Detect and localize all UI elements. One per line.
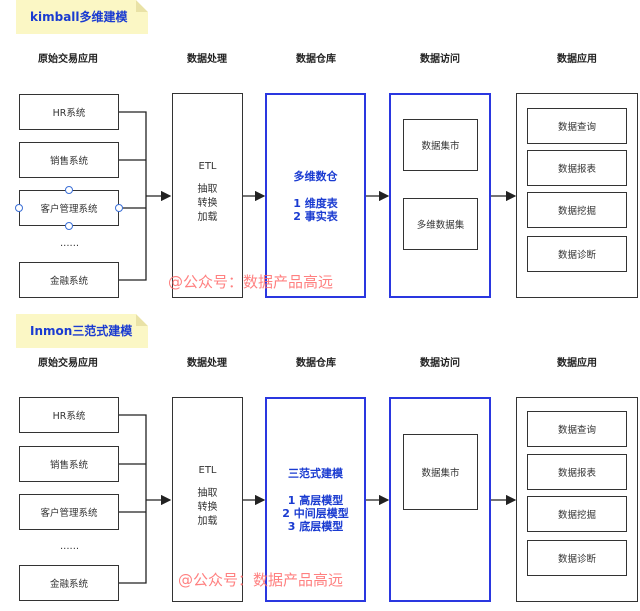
header-access: 数据访问 xyxy=(420,358,460,369)
header-processing: 数据处理 xyxy=(187,54,227,65)
inmon-title-tag: Inmon三范式建模 xyxy=(16,314,148,348)
etl-transform: 转换 xyxy=(197,502,218,513)
header-processing: 数据处理 xyxy=(187,358,227,369)
source-crm[interactable]: 客户管理系统 xyxy=(19,190,119,226)
kimball-connectors xyxy=(119,111,517,281)
warehouse-item-2: 2 中间层模型 xyxy=(282,507,349,520)
warehouse-item-1: 1 维度表 xyxy=(293,197,338,210)
app-query[interactable]: 数据查询 xyxy=(527,108,627,144)
source-ellipsis: ...... xyxy=(60,541,80,552)
watermark: @公众号：数据产品高远 xyxy=(178,571,344,589)
app-mining[interactable]: 数据挖掘 xyxy=(527,192,627,228)
access-cube[interactable]: 多维数据集 xyxy=(403,198,478,250)
header-warehouse: 数据仓库 xyxy=(296,54,336,65)
access-datamart[interactable]: 数据集市 xyxy=(403,434,478,510)
app-mining[interactable]: 数据挖掘 xyxy=(527,496,627,532)
header-warehouse: 数据仓库 xyxy=(296,358,336,369)
warehouse-item-1: 1 高层模型 xyxy=(287,494,344,507)
header-source: 原始交易应用 xyxy=(38,358,98,369)
warehouse-box[interactable] xyxy=(265,397,366,602)
warehouse-item-2: 2 事实表 xyxy=(293,210,338,223)
etl-label: ETL xyxy=(198,161,217,172)
warehouse-title: 三范式建模 xyxy=(288,467,343,480)
source-finance[interactable]: 金融系统 xyxy=(19,565,119,601)
inmon-connectors xyxy=(119,414,517,584)
warehouse-title: 多维数仓 xyxy=(293,170,338,183)
warehouse-box[interactable] xyxy=(265,93,366,298)
header-access: 数据访问 xyxy=(420,54,460,65)
etl-load: 加载 xyxy=(197,212,218,223)
etl-box[interactable] xyxy=(172,93,243,298)
resize-handle-right[interactable] xyxy=(115,204,123,212)
etl-label: ETL xyxy=(198,465,217,476)
etl-box[interactable] xyxy=(172,397,243,602)
source-hr[interactable]: HR系统 xyxy=(19,94,119,130)
etl-extract: 抽取 xyxy=(197,184,218,195)
resize-handle-left[interactable] xyxy=(15,204,23,212)
etl-load: 加载 xyxy=(197,516,218,527)
app-diagnose[interactable]: 数据诊断 xyxy=(527,236,627,272)
header-app: 数据应用 xyxy=(557,54,597,65)
kimball-title-tag: kimball多维建模 xyxy=(16,0,148,34)
watermark: @公众号：数据产品高远 xyxy=(168,273,334,291)
source-sales[interactable]: 销售系统 xyxy=(19,142,119,178)
inmon-section: Inmon三范式建模 原始交易应用 数据处理 数据仓库 数据访问 数据应用 HR… xyxy=(0,312,640,611)
resize-handle-top[interactable] xyxy=(65,186,73,194)
access-datamart[interactable]: 数据集市 xyxy=(403,119,478,171)
header-app: 数据应用 xyxy=(557,358,597,369)
warehouse-item-3: 3 底层模型 xyxy=(287,520,344,533)
resize-handle-bottom[interactable] xyxy=(65,222,73,230)
app-diagnose[interactable]: 数据诊断 xyxy=(527,540,627,576)
source-crm[interactable]: 客户管理系统 xyxy=(19,494,119,530)
source-ellipsis: ...... xyxy=(60,238,80,249)
header-source: 原始交易应用 xyxy=(38,54,98,65)
source-hr[interactable]: HR系统 xyxy=(19,397,119,433)
app-report[interactable]: 数据报表 xyxy=(527,454,627,490)
app-report[interactable]: 数据报表 xyxy=(527,150,627,186)
source-finance[interactable]: 金融系统 xyxy=(19,262,119,298)
etl-transform: 转换 xyxy=(197,198,218,209)
etl-extract: 抽取 xyxy=(197,488,218,499)
app-query[interactable]: 数据查询 xyxy=(527,411,627,447)
source-sales[interactable]: 销售系统 xyxy=(19,446,119,482)
kimball-section: kimball多维建模 原始交易应用 数据处理 数据仓库 数据访问 数据应用 H… xyxy=(0,0,640,305)
